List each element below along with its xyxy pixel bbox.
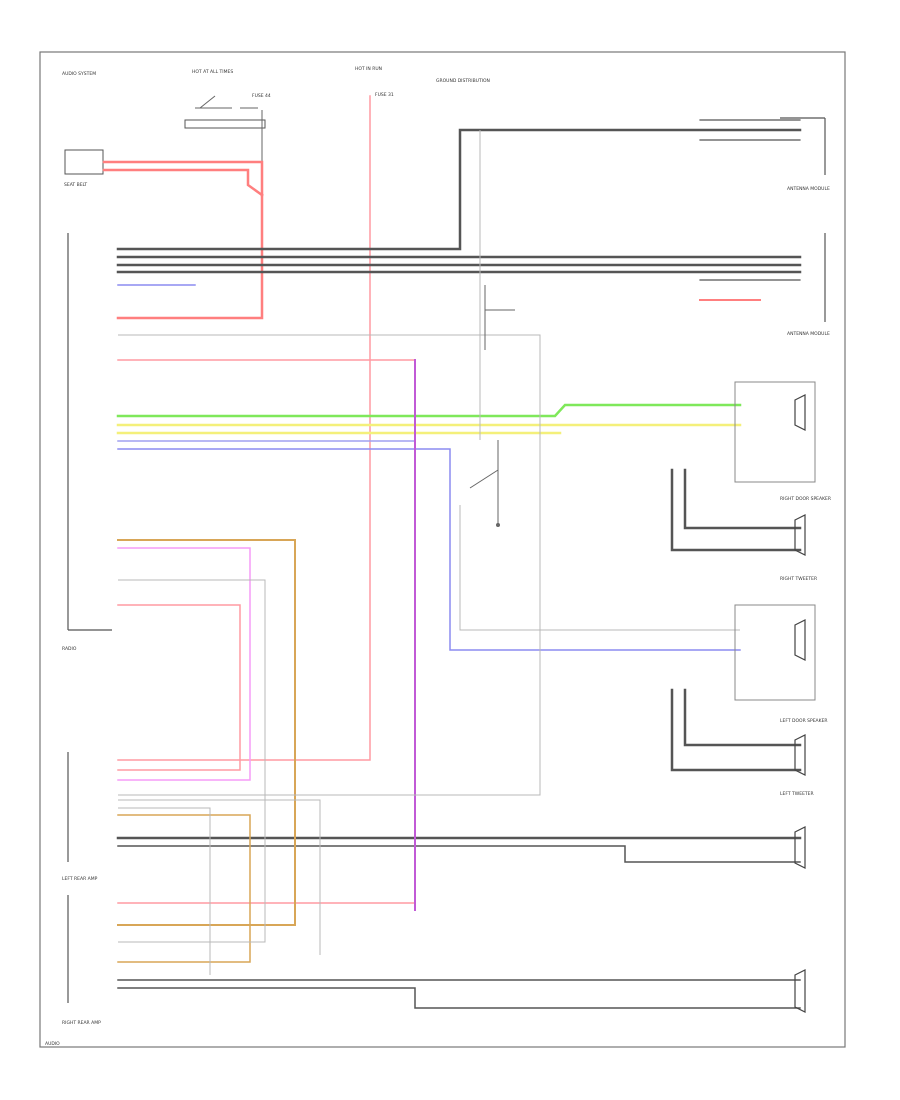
ignition-label: HOT IN RUN (355, 66, 382, 72)
wire-black-1 (116, 128, 802, 251)
radio-frame: RADIO (62, 233, 112, 652)
left-amp-label: LEFT REAR AMP (62, 876, 98, 882)
wire-black-6 (117, 845, 801, 863)
wire-red-2 (102, 168, 264, 197)
wire-magenta (117, 547, 251, 781)
signal-wires (116, 284, 742, 651)
seat-module-label: SEAT BELT (64, 182, 87, 188)
seat-module-box (64, 149, 104, 175)
antenna-module-2: ANTENNA MODULE (787, 233, 830, 337)
black-bus-wires (116, 119, 802, 1009)
antenna-module-1: ANTENNA MODULE (780, 117, 830, 192)
left-door-speaker: LEFT DOOR SPEAKER LEFT TWEETER (670, 604, 828, 797)
right-rear-speaker-icon (794, 969, 806, 1013)
top-switch (184, 95, 266, 165)
top-fuse-label: HOT AT ALL TIMES (192, 69, 233, 75)
wire-black-8 (117, 987, 801, 1009)
left-tweeter-label: LEFT TWEETER (780, 791, 814, 797)
gray-wires (118, 130, 740, 975)
wire-tan-1 (117, 539, 296, 926)
left-door-speaker-label: LEFT DOOR SPEAKER (780, 718, 828, 724)
right-door-speaker: RIGHT DOOR SPEAKER RIGHT TWEETER (670, 381, 831, 582)
header-left-label: AUDIO SYSTEM (62, 71, 96, 77)
antenna-1-label: ANTENNA MODULE (787, 186, 830, 192)
diagram-frame (39, 51, 846, 1048)
right-tweeter-label: RIGHT TWEETER (780, 576, 817, 582)
radio-label: RADIO (62, 646, 77, 652)
wire-tan-2 (117, 814, 251, 963)
wire-red-4 (117, 95, 371, 761)
left-amp-frame: LEFT REAR AMP (62, 752, 98, 882)
footer-label: AUDIO (45, 1041, 60, 1047)
ground-note-label: GROUND DISTRIBUTION (436, 78, 490, 84)
red-power-wires (102, 95, 761, 904)
antenna-2-label: ANTENNA MODULE (787, 331, 830, 337)
right-amp-label: RIGHT REAR AMP (62, 1020, 101, 1026)
wire-red-3 (116, 193, 264, 320)
ignition-label-2: FUSE 31 (375, 92, 394, 98)
top-fuse-label-2: FUSE 44 (252, 93, 271, 99)
left-rear-speaker-icon (794, 826, 806, 869)
center-switch (469, 285, 515, 527)
wire-red-1 (102, 160, 264, 197)
right-amp-frame: RIGHT REAR AMP (62, 895, 101, 1026)
right-door-speaker-label: RIGHT DOOR SPEAKER (780, 496, 831, 502)
wire-red-6 (117, 604, 241, 771)
left-side-wires (117, 359, 416, 963)
wire-blue-2 (117, 448, 741, 651)
wire-green (116, 403, 742, 418)
